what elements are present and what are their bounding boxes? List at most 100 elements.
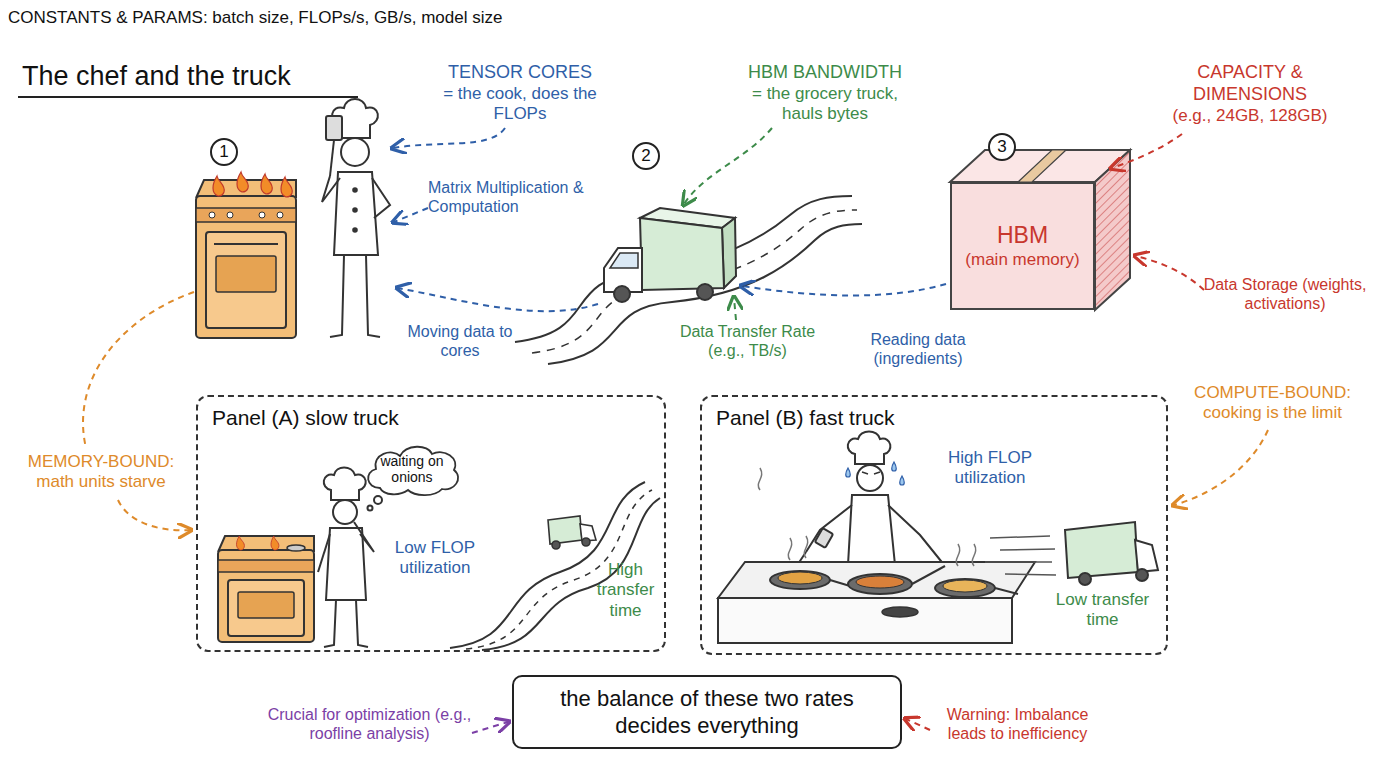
truck-illustration (640, 218, 724, 290)
stove-illustration (271, 536, 279, 550)
stove-illustration (196, 172, 296, 338)
callout-arrow (1136, 256, 1204, 290)
sweat-drops (846, 468, 851, 477)
counter (718, 598, 1012, 643)
steam-lines (758, 468, 761, 490)
road (515, 196, 852, 342)
callout-text: Reading data (ingredients) (866, 330, 970, 368)
callout-arrow (83, 128, 1268, 733)
frying-pans (935, 579, 995, 597)
chef-figure (326, 116, 342, 140)
frying-pans (856, 576, 904, 588)
counter (882, 607, 918, 617)
callout-text: (e.g., 24GB, 128GB) (1145, 106, 1355, 126)
stove-illustration (209, 212, 215, 218)
stove-illustration (281, 177, 292, 197)
frying-pans (778, 572, 822, 584)
callout-number: 3 (988, 133, 1016, 161)
road (515, 196, 862, 364)
callout-heading: CAPACITY & DIMENSIONS (1170, 62, 1330, 105)
stove-illustration (218, 550, 314, 642)
stove-illustration (228, 580, 304, 636)
chef-figure (322, 176, 340, 202)
callout-text: Warning: Imbalance leads to inefficiency (930, 705, 1105, 743)
chef-figure (888, 505, 945, 566)
callout-heading: HBM BANDWIDTH (730, 62, 920, 84)
chef-figure (333, 500, 357, 524)
thought-bubble: waiting on onions (362, 442, 462, 496)
chef-figure (330, 140, 334, 176)
frying-pans (943, 580, 987, 592)
stove-illustration (213, 176, 224, 196)
steam-lines (956, 544, 975, 566)
truck-illustration (1135, 540, 1158, 572)
chef-figure (322, 99, 390, 337)
callout-arrow (734, 298, 736, 320)
chef-figure (341, 138, 369, 166)
callout-text: Crucial for optimization (e.g., roofline… (262, 705, 477, 743)
chef-figure (324, 468, 366, 501)
stove-illustration (214, 243, 278, 245)
node-text: 2 (641, 146, 650, 166)
chef-figure (330, 255, 380, 337)
callout-arrow (1174, 430, 1268, 505)
panel-note: High transfer time (588, 560, 663, 621)
node-text: waiting on onions (373, 453, 451, 485)
callout-arrow (742, 284, 946, 296)
truck-illustration (1136, 569, 1148, 581)
callout-arrow (118, 500, 190, 530)
chef-figure (318, 468, 382, 648)
frying-pans (848, 574, 912, 594)
node-subtext: (main memory) (965, 250, 1079, 270)
chef-figure (862, 472, 880, 474)
node-text: the balance of these two rates decides e… (526, 685, 888, 740)
hbm-cube-faces (1018, 150, 1066, 182)
frying-pans (830, 580, 850, 586)
truck-illustration (610, 253, 638, 268)
steam-lines (788, 536, 807, 560)
callout-arrow (1112, 134, 1182, 168)
chef-figure (372, 178, 390, 218)
chef-figure (857, 465, 883, 491)
speed-lines (990, 536, 1050, 538)
stove-illustration (196, 208, 296, 222)
node-text: HBM (997, 222, 1048, 250)
chef-figure (815, 528, 833, 548)
stove-illustration (277, 212, 283, 218)
hbm-box: HBM(main memory) (950, 182, 1095, 310)
truck-illustration (604, 208, 736, 302)
truck-illustration (582, 538, 590, 546)
stove-illustration (227, 212, 233, 218)
stove-illustration (238, 592, 294, 618)
sweat-drops (846, 462, 905, 485)
conclusion-box: the balance of these two rates decides e… (512, 675, 902, 749)
cloud-outline (368, 447, 458, 495)
node-text: Panel (B) fast truck (716, 405, 895, 430)
panel-note: Low transfer time (1045, 590, 1160, 631)
hbm-cube-faces (1095, 150, 1130, 310)
stove-illustration (287, 545, 305, 551)
stove-illustration (216, 256, 276, 292)
chef-figure (353, 228, 357, 232)
panel-note: High FLOP utilization (930, 448, 1050, 489)
callout-text: COMPUTE-BOUND: cooking is the limit (1180, 383, 1365, 424)
speed-lines (1000, 549, 1055, 550)
stove-illustration (218, 560, 314, 572)
panel-note: Low FLOP utilization (385, 538, 485, 579)
frying-pans (770, 566, 1018, 597)
chef-figure (374, 496, 382, 504)
hbm-cube-faces (950, 150, 1130, 310)
stove-illustration (218, 536, 314, 642)
callout-text: = the grocery truck, hauls bytes (740, 84, 910, 125)
callout-text: Data Transfer Rate (e.g., TB/s) (665, 322, 830, 360)
counter (718, 562, 1035, 643)
callout-arrow (906, 719, 930, 730)
truck-illustration (1079, 573, 1091, 585)
chef-figure (354, 522, 374, 552)
callout-heading: TENSOR CORES (440, 62, 600, 84)
callout-arrow (684, 128, 772, 204)
chef-figure (353, 208, 357, 212)
stove-illustration (206, 232, 286, 328)
